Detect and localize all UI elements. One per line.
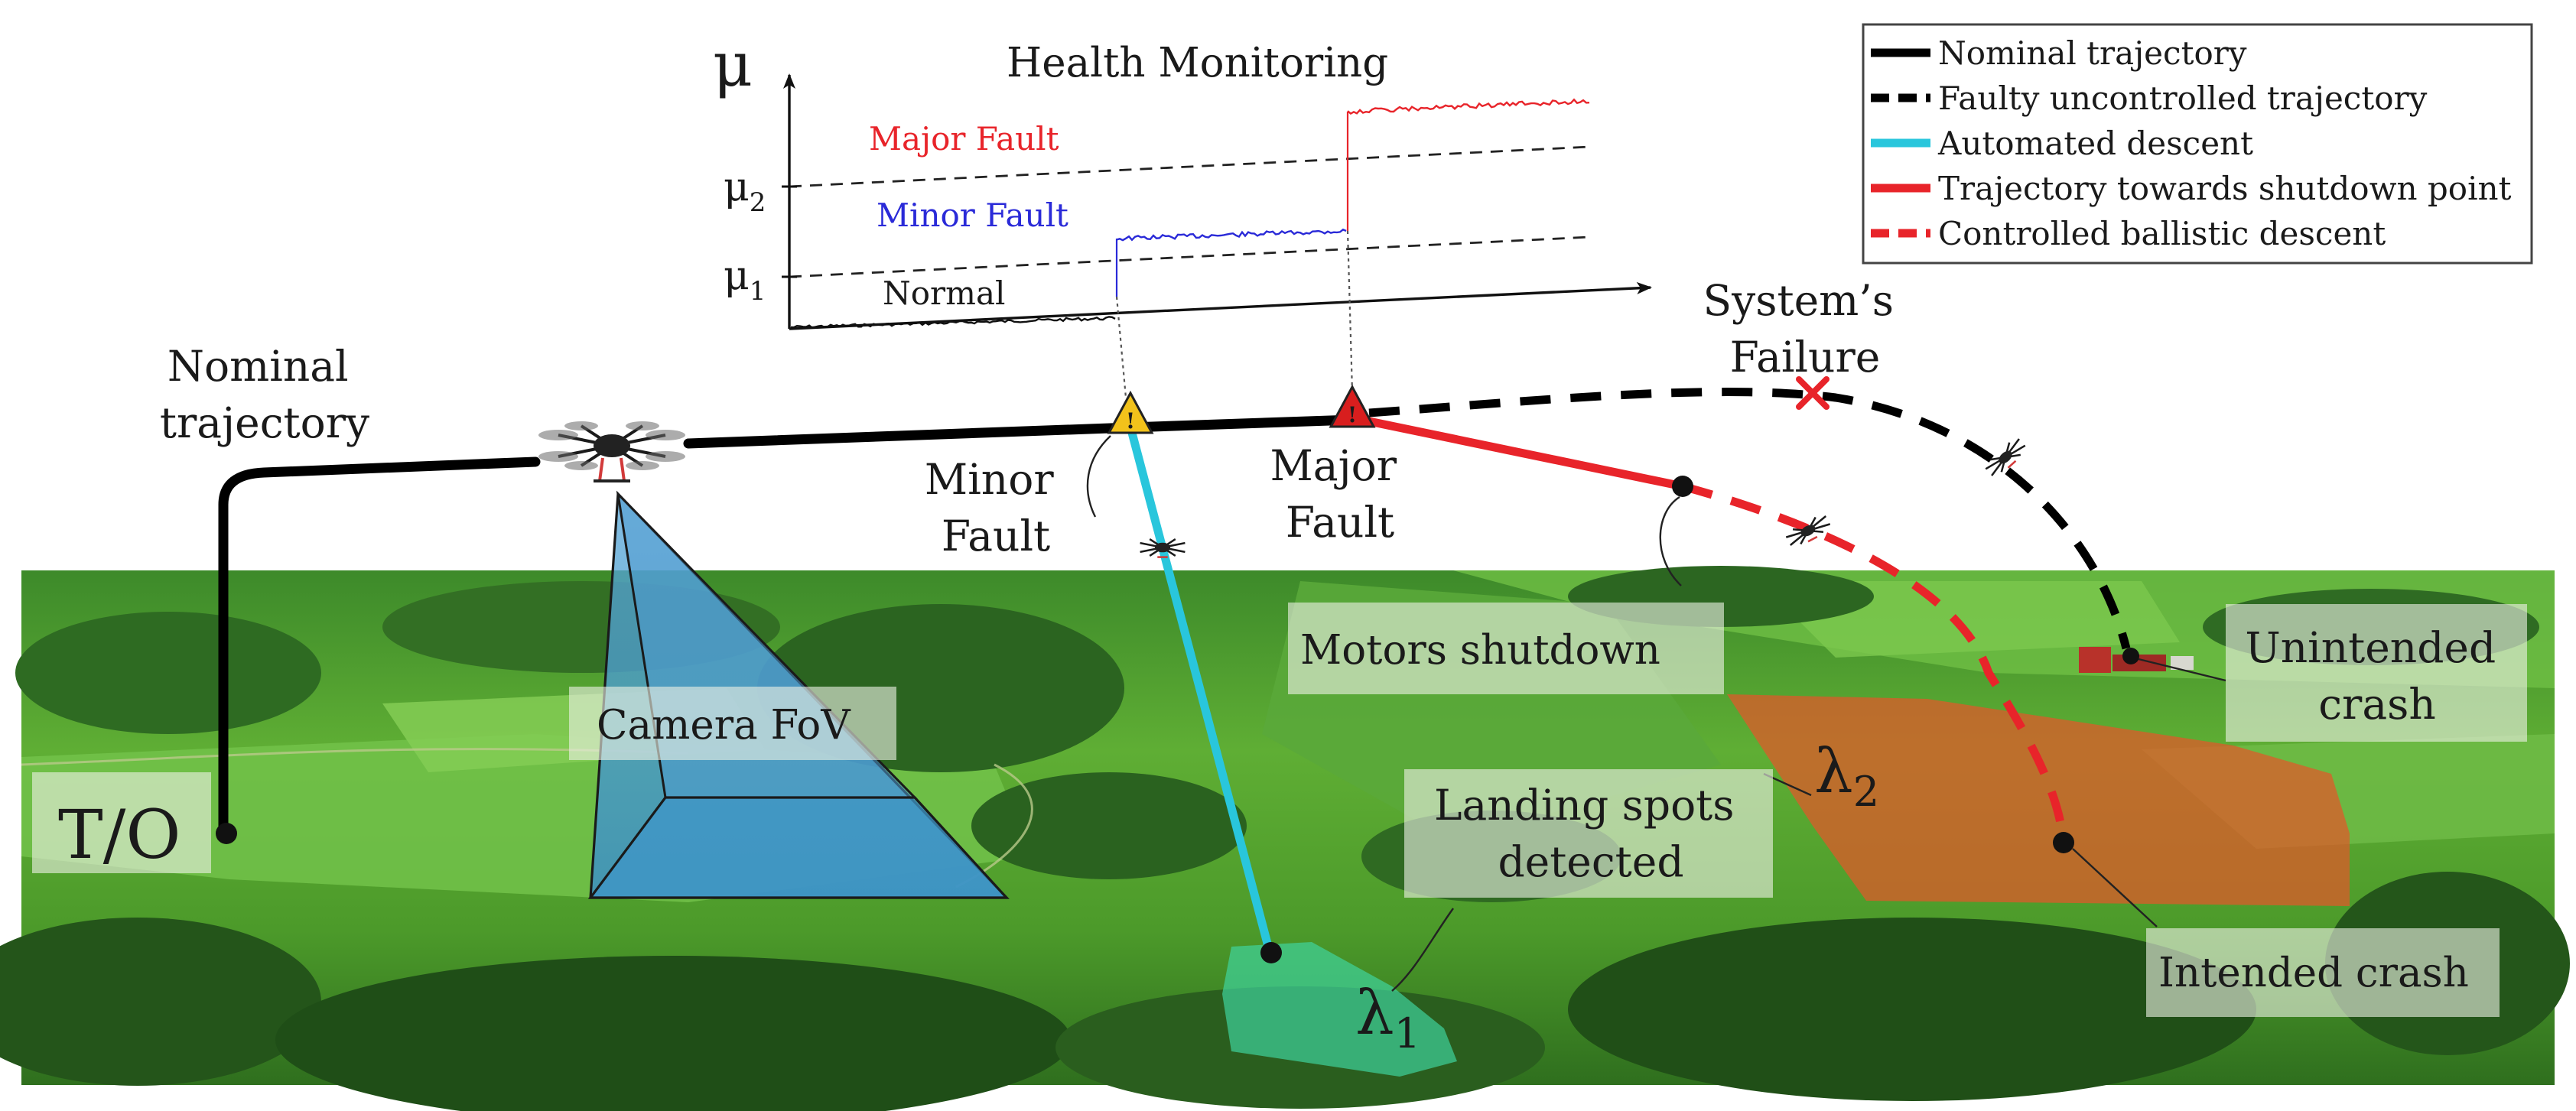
intended-crash-point [2053,832,2074,853]
threshold-mu2-line [789,145,1590,188]
camera-fov-label: Camera FoV [597,702,851,749]
unintended-crash-point [2122,648,2139,664]
drone-icon [538,421,685,482]
level-label-major-fault: Major Fault [869,120,1059,158]
cross-icon [1796,376,1830,410]
takeoff-label: T/O [58,795,181,874]
svg-text:!: ! [1348,402,1357,427]
major-fault-label: Major Fault [1270,441,1410,547]
warning-triangle-icon: ! [1329,384,1376,428]
motors-shutdown-leader [1659,495,1682,586]
level-label-minor-fault: Minor Fault [877,197,1068,234]
health-axis-mu-label: μ [713,29,753,100]
threshold-mu1-label: μ1 [724,253,766,307]
legend-frame [1862,23,2533,265]
unintended-crash-label: Unintended crash [2245,623,2509,729]
motors-shutdown-point [1672,476,1693,497]
nominal-trajectory-label: Nominal trajectory [160,342,369,447]
legend-label: Automated descent [1937,125,2253,162]
landing-zone-lambda-1 [1222,942,1457,1077]
minor-fault-label: Minor Fault [925,455,1067,560]
level-label-normal: Normal [883,275,1005,312]
trajectory-towards-shutdown-path [1364,417,1687,491]
drone-icon [1985,438,2026,476]
lambda-2-label: λ2 [1814,736,1879,816]
legend-label: Controlled ballistic descent [1938,215,2386,252]
health-signal-normal [790,316,1116,330]
intended-crash-leader [2072,848,2158,927]
faulty-uncontrolled-trajectory-path [1368,388,2131,650]
health-monitoring-chart: μ Health Monitoring μ2 μ1 Major Fault Mi… [713,29,1652,330]
health-signal-minor-fault [1116,228,1347,242]
lambda-1-label: λ1 [1355,977,1420,1057]
threshold-mu2-label: μ2 [724,164,766,218]
legend-label: Nominal trajectory [1938,34,2247,72]
drone-icon [1785,515,1831,546]
health-monitoring-title: Health Monitoring [1007,40,1388,86]
threshold-mu1-line [789,236,1590,278]
unintended-crash-leader [2138,658,2226,682]
intended-crash-label: Intended crash [2158,950,2469,996]
system-failure-label: System’s Failure [1703,276,1908,382]
automated-descent-path [1127,428,1274,957]
motors-shutdown-label: Motors shutdown [1300,627,1660,674]
warning-triangle-icon: ! [1107,390,1154,434]
controlled-ballistic-descent-path [1681,482,2068,842]
major-fault-drop-line [1346,230,1354,392]
takeoff-point [216,823,237,844]
drone-icon [1140,538,1186,558]
landing-spot-lambda-1-point [1260,942,1282,963]
landing-spots-lambda1-leader [1391,908,1454,992]
health-signal-major-fault [1347,98,1590,115]
minor-fault-leader [1086,435,1111,518]
svg-text:!: ! [1126,408,1135,434]
minor-fault-drop-line [1115,296,1127,398]
landing-zone-lambda-2 [1727,694,2350,906]
legend-label: Trajectory towards shutdown point [1938,170,2512,207]
legend-label: Faulty uncontrolled trajectory [1938,80,2428,117]
landing-spots-detected-label: Landing spots detected [1434,781,1748,886]
